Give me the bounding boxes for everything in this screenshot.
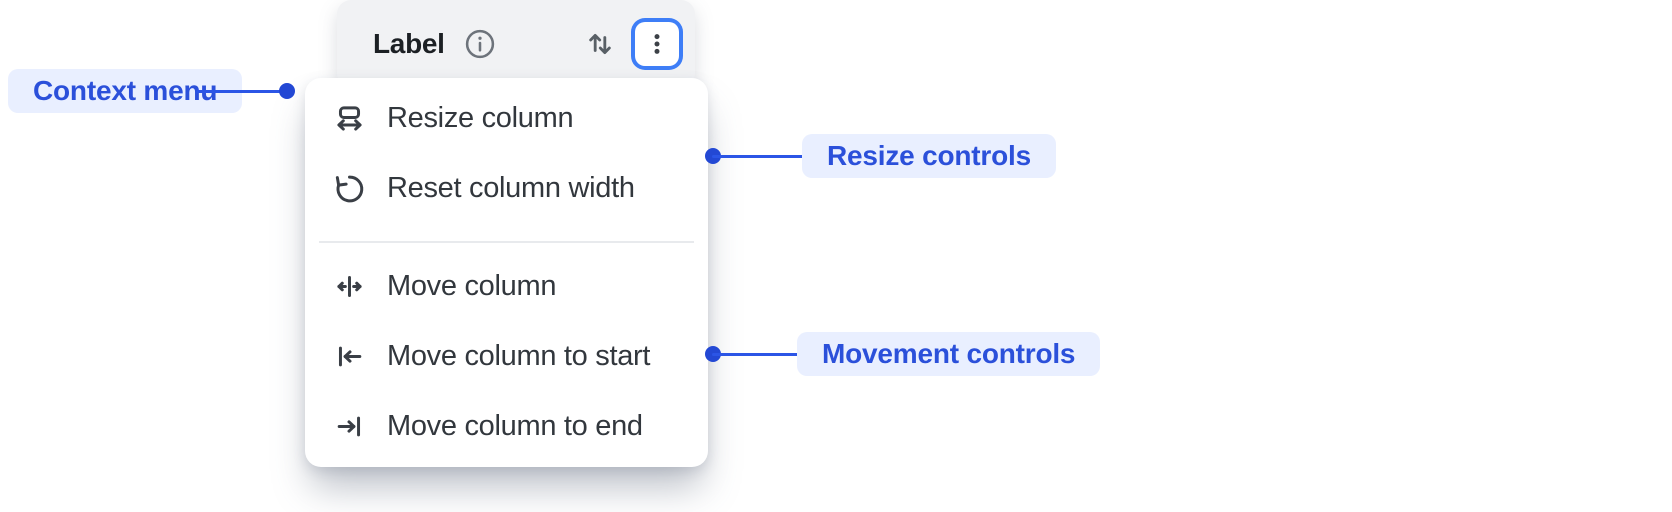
- move-to-start-icon: [333, 340, 365, 372]
- menu-item-label: Resize column: [387, 101, 574, 134]
- column-menu-button[interactable]: [635, 22, 679, 66]
- menu-divider: [319, 241, 694, 243]
- move-column-icon: [333, 270, 365, 302]
- reset-rotate-ccw-icon: [333, 172, 365, 204]
- annotation-dot: [279, 83, 295, 99]
- annotation-connector-line: [712, 155, 804, 158]
- sort-up-down-icon[interactable]: [583, 27, 617, 61]
- annotation-connector-line: [712, 353, 799, 356]
- menu-item-move-column[interactable]: Move column: [305, 251, 708, 321]
- info-circle-icon[interactable]: [463, 27, 497, 61]
- column-header-cell: Label: [337, 0, 695, 88]
- menu-item-label: Reset column width: [387, 171, 635, 204]
- column-title: Label: [373, 28, 445, 59]
- menu-item-label: Move column to start: [387, 339, 651, 372]
- kebab-vertical-dots-icon: [644, 31, 670, 57]
- menu-item-resize-column[interactable]: Resize column: [305, 83, 708, 153]
- menu-item-move-column-to-end[interactable]: Move column to end: [305, 391, 708, 461]
- move-to-end-icon: [333, 410, 365, 442]
- annotation-resize-controls: Resize controls: [802, 134, 1056, 178]
- annotation-connector-line: [196, 90, 288, 93]
- menu-item-reset-column-width[interactable]: Reset column width: [305, 153, 708, 223]
- menu-item-label: Move column: [387, 269, 557, 302]
- menu-item-label: Move column to end: [387, 409, 643, 442]
- annotation-movement-controls: Movement controls: [797, 332, 1101, 376]
- menu-item-move-column-to-start[interactable]: Move column to start: [305, 321, 708, 391]
- column-context-menu: Resize column Reset column width: [305, 78, 708, 467]
- resize-horizontal-icon: [333, 102, 365, 134]
